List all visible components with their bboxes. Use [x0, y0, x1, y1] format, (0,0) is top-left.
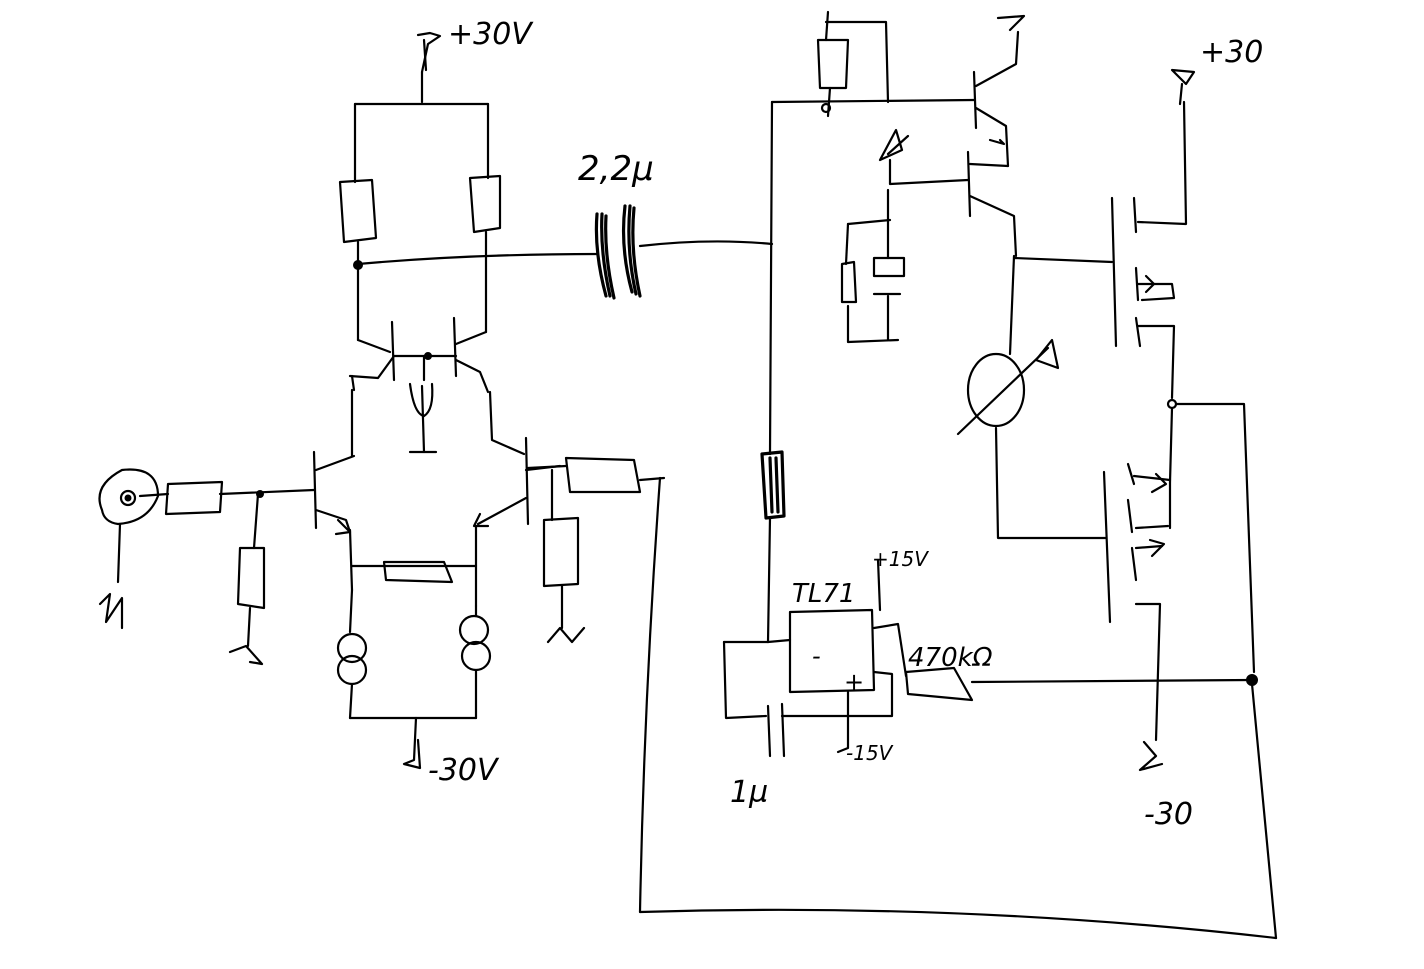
thermistor — [956, 338, 1108, 540]
vas-column — [760, 10, 976, 644]
opamp-servo — [722, 558, 1254, 758]
bias-transistors — [840, 14, 1026, 356]
feedback-input — [526, 456, 1278, 940]
diff-transistors-upper — [348, 316, 490, 454]
supply-pos-left — [353, 31, 490, 106]
signal-wire — [353, 240, 774, 270]
feedback-res-label: 470kΩ — [908, 643, 993, 673]
supply-pos-right-label: +30 — [1200, 35, 1263, 70]
opamp-minus-sign: - — [812, 642, 821, 670]
input-jack — [98, 468, 170, 630]
opamp-vpos-label: +15V — [872, 547, 929, 571]
load-resistors — [338, 102, 502, 342]
coupling-cap-label: 2,2µ — [578, 149, 654, 189]
output-mosfets — [1012, 68, 1278, 940]
input-resistor — [164, 480, 316, 666]
opamp-name-label: TL71 — [792, 579, 855, 609]
opamp-plus-sign: + — [844, 668, 864, 696]
current-sources — [336, 588, 492, 770]
integrator-cap-label: 1µ — [730, 775, 768, 810]
coupling-capacitor — [594, 204, 642, 300]
supply-pos-left-label: +30V — [448, 17, 534, 52]
lower-stage — [312, 388, 562, 608]
opamp-vneg-label: -15V — [846, 741, 894, 765]
supply-neg-left-label: -30V — [428, 753, 500, 788]
supply-neg-right-label: -30 — [1144, 797, 1193, 832]
